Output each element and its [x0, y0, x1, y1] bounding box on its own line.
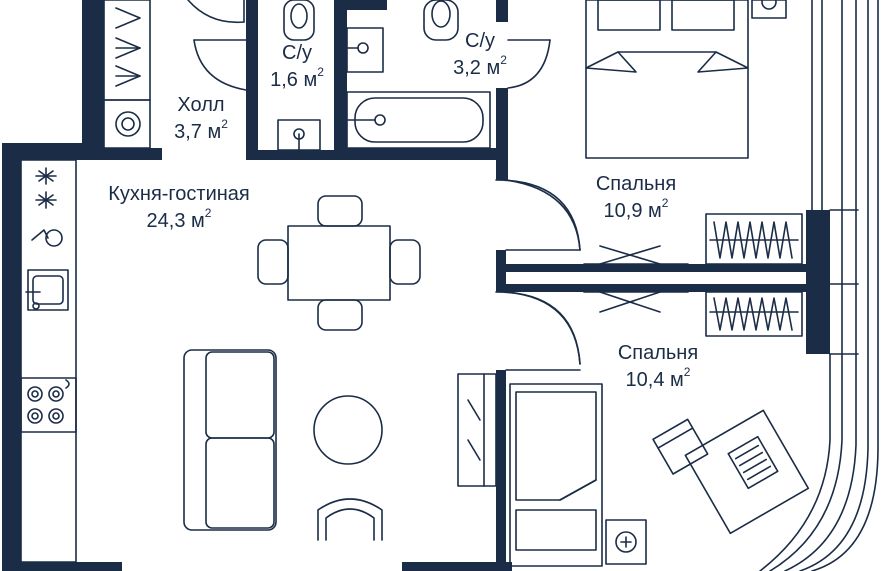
room-label-bath-small: С/у 1,6 м2: [270, 40, 324, 94]
wc-small-fixtures: [193, 0, 321, 151]
room-name: С/у: [282, 42, 312, 64]
room-area: 3,7 м2: [174, 117, 228, 143]
hall-furniture: [103, 0, 245, 149]
room-label-hall: Холл 3,7 м2: [174, 92, 228, 146]
room-label-bedroom-2: Спальня 10,4 м2: [618, 340, 698, 394]
room-area: 10,9 м2: [603, 196, 669, 222]
room-name: Спальня: [617, 342, 699, 364]
room-label-bath-large: С/у 3,2 м2: [453, 28, 507, 82]
room-area: 10,4 м2: [625, 365, 691, 391]
kitchen-furniture: [20, 159, 581, 563]
room-label-kitchen-living: Кухня-гостиная 24,3 м2: [108, 181, 250, 235]
room-area: 3,2 м2: [453, 53, 507, 79]
room-name: Спальня: [595, 173, 677, 195]
room-area: 24,3 м2: [146, 206, 212, 232]
room-name: Кухня-гостиная: [108, 183, 250, 205]
wc-large-fixtures: [346, 0, 551, 149]
room-name: С/у: [465, 30, 495, 52]
curved-facade: [759, 0, 879, 571]
walls: [2, 0, 830, 571]
room-area: 1,6 м2: [270, 65, 324, 91]
room-name: Холл: [177, 94, 225, 116]
room-label-bedroom-1: Спальня 10,9 м2: [596, 171, 676, 225]
bedroom-2-furniture: [457, 291, 810, 567]
